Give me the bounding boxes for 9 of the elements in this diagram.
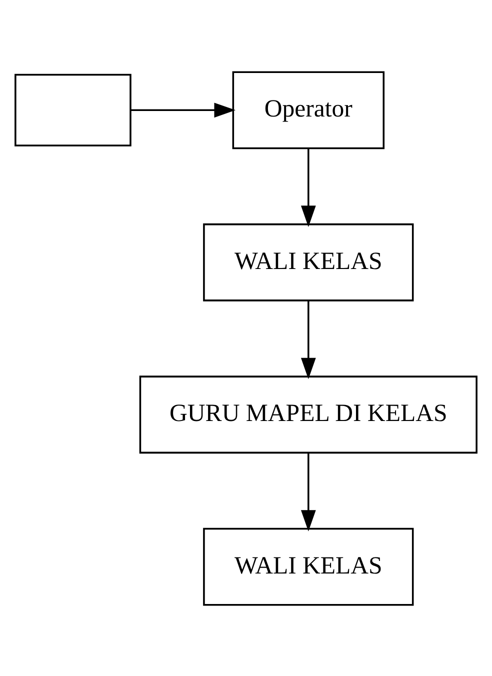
- node-box: WALI KELAS: [203, 222, 414, 301]
- arrow: [300, 148, 316, 226]
- arrow: [130, 102, 236, 118]
- arrow: [300, 300, 316, 379]
- node-box: Operator: [232, 70, 385, 149]
- arrow: [300, 452, 316, 531]
- node-box: GURU MAPEL DI KELAS: [139, 375, 478, 454]
- node-box: WALI KELAS: [203, 527, 414, 606]
- node-box: [14, 73, 132, 146]
